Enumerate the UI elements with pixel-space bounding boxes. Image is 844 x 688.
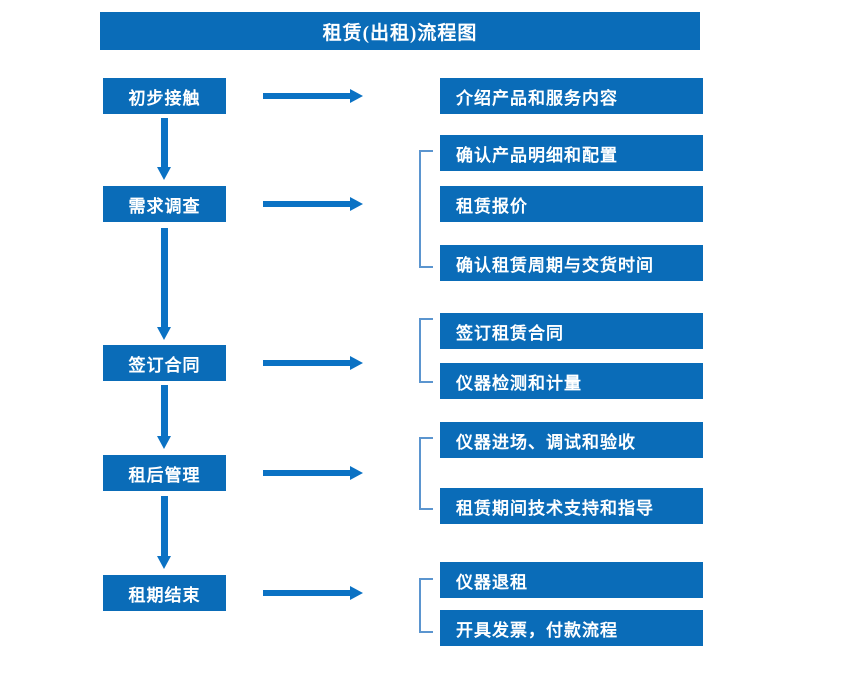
arrow-shaft	[263, 93, 351, 99]
detail-box-technical-support[interactable]: 租赁期间技术支持和指导	[440, 488, 703, 524]
arrow-head-icon	[350, 356, 363, 370]
detail-box-instrument-return[interactable]: 仪器退租	[440, 562, 703, 598]
stage-box-lease-end[interactable]: 租期结束	[103, 575, 226, 611]
arrow-head-icon	[157, 556, 171, 569]
arrow-head-icon	[157, 436, 171, 449]
horizontal-arrow-sign-contract	[263, 356, 363, 370]
vertical-arrow-initial-to-needs	[157, 118, 172, 180]
horizontal-arrow-lease-end	[263, 586, 363, 600]
arrow-shaft	[161, 385, 168, 436]
arrow-head-icon	[350, 466, 363, 480]
arrow-head-icon	[350, 197, 363, 211]
stage-box-initial-contact[interactable]: 初步接触	[103, 78, 226, 114]
arrow-shaft	[161, 496, 168, 556]
stage-box-post-rental-management[interactable]: 租后管理	[103, 455, 226, 491]
detail-box-confirm-period-delivery[interactable]: 确认租赁周期与交货时间	[440, 245, 703, 281]
vertical-arrow-contract-to-post-rental	[157, 385, 172, 449]
vertical-arrow-needs-to-contract	[157, 228, 172, 340]
arrow-shaft	[263, 590, 351, 596]
arrow-head-icon	[350, 586, 363, 600]
arrow-shaft	[161, 228, 168, 327]
arrow-shaft	[161, 118, 168, 167]
group-bracket-lease-end	[419, 578, 433, 633]
horizontal-arrow-needs-survey	[263, 197, 363, 211]
page-title: 租赁(出租)流程图	[100, 12, 700, 50]
group-bracket-needs-survey	[419, 150, 433, 268]
detail-box-rental-quote[interactable]: 租赁报价	[440, 186, 703, 222]
horizontal-arrow-post-rental	[263, 466, 363, 480]
group-bracket-contract	[419, 318, 433, 383]
arrow-head-icon	[350, 89, 363, 103]
arrow-head-icon	[157, 327, 171, 340]
horizontal-arrow-initial-contact	[263, 89, 363, 103]
detail-box-sign-rental-contract[interactable]: 签订租赁合同	[440, 313, 703, 349]
detail-box-introduce-products[interactable]: 介绍产品和服务内容	[440, 78, 703, 114]
detail-box-instrument-entry-commissioning[interactable]: 仪器进场、调试和验收	[440, 422, 703, 458]
arrow-shaft	[263, 470, 351, 476]
group-bracket-post-rental	[419, 437, 433, 510]
arrow-shaft	[263, 201, 351, 207]
detail-box-invoice-payment[interactable]: 开具发票，付款流程	[440, 610, 703, 646]
detail-box-instrument-inspection[interactable]: 仪器检测和计量	[440, 363, 703, 399]
stage-box-sign-contract[interactable]: 签订合同	[103, 345, 226, 381]
stage-box-needs-survey[interactable]: 需求调查	[103, 186, 226, 222]
arrow-head-icon	[157, 167, 171, 180]
vertical-arrow-post-rental-to-lease-end	[157, 496, 172, 569]
detail-box-confirm-product-details[interactable]: 确认产品明细和配置	[440, 135, 703, 171]
arrow-shaft	[263, 360, 351, 366]
